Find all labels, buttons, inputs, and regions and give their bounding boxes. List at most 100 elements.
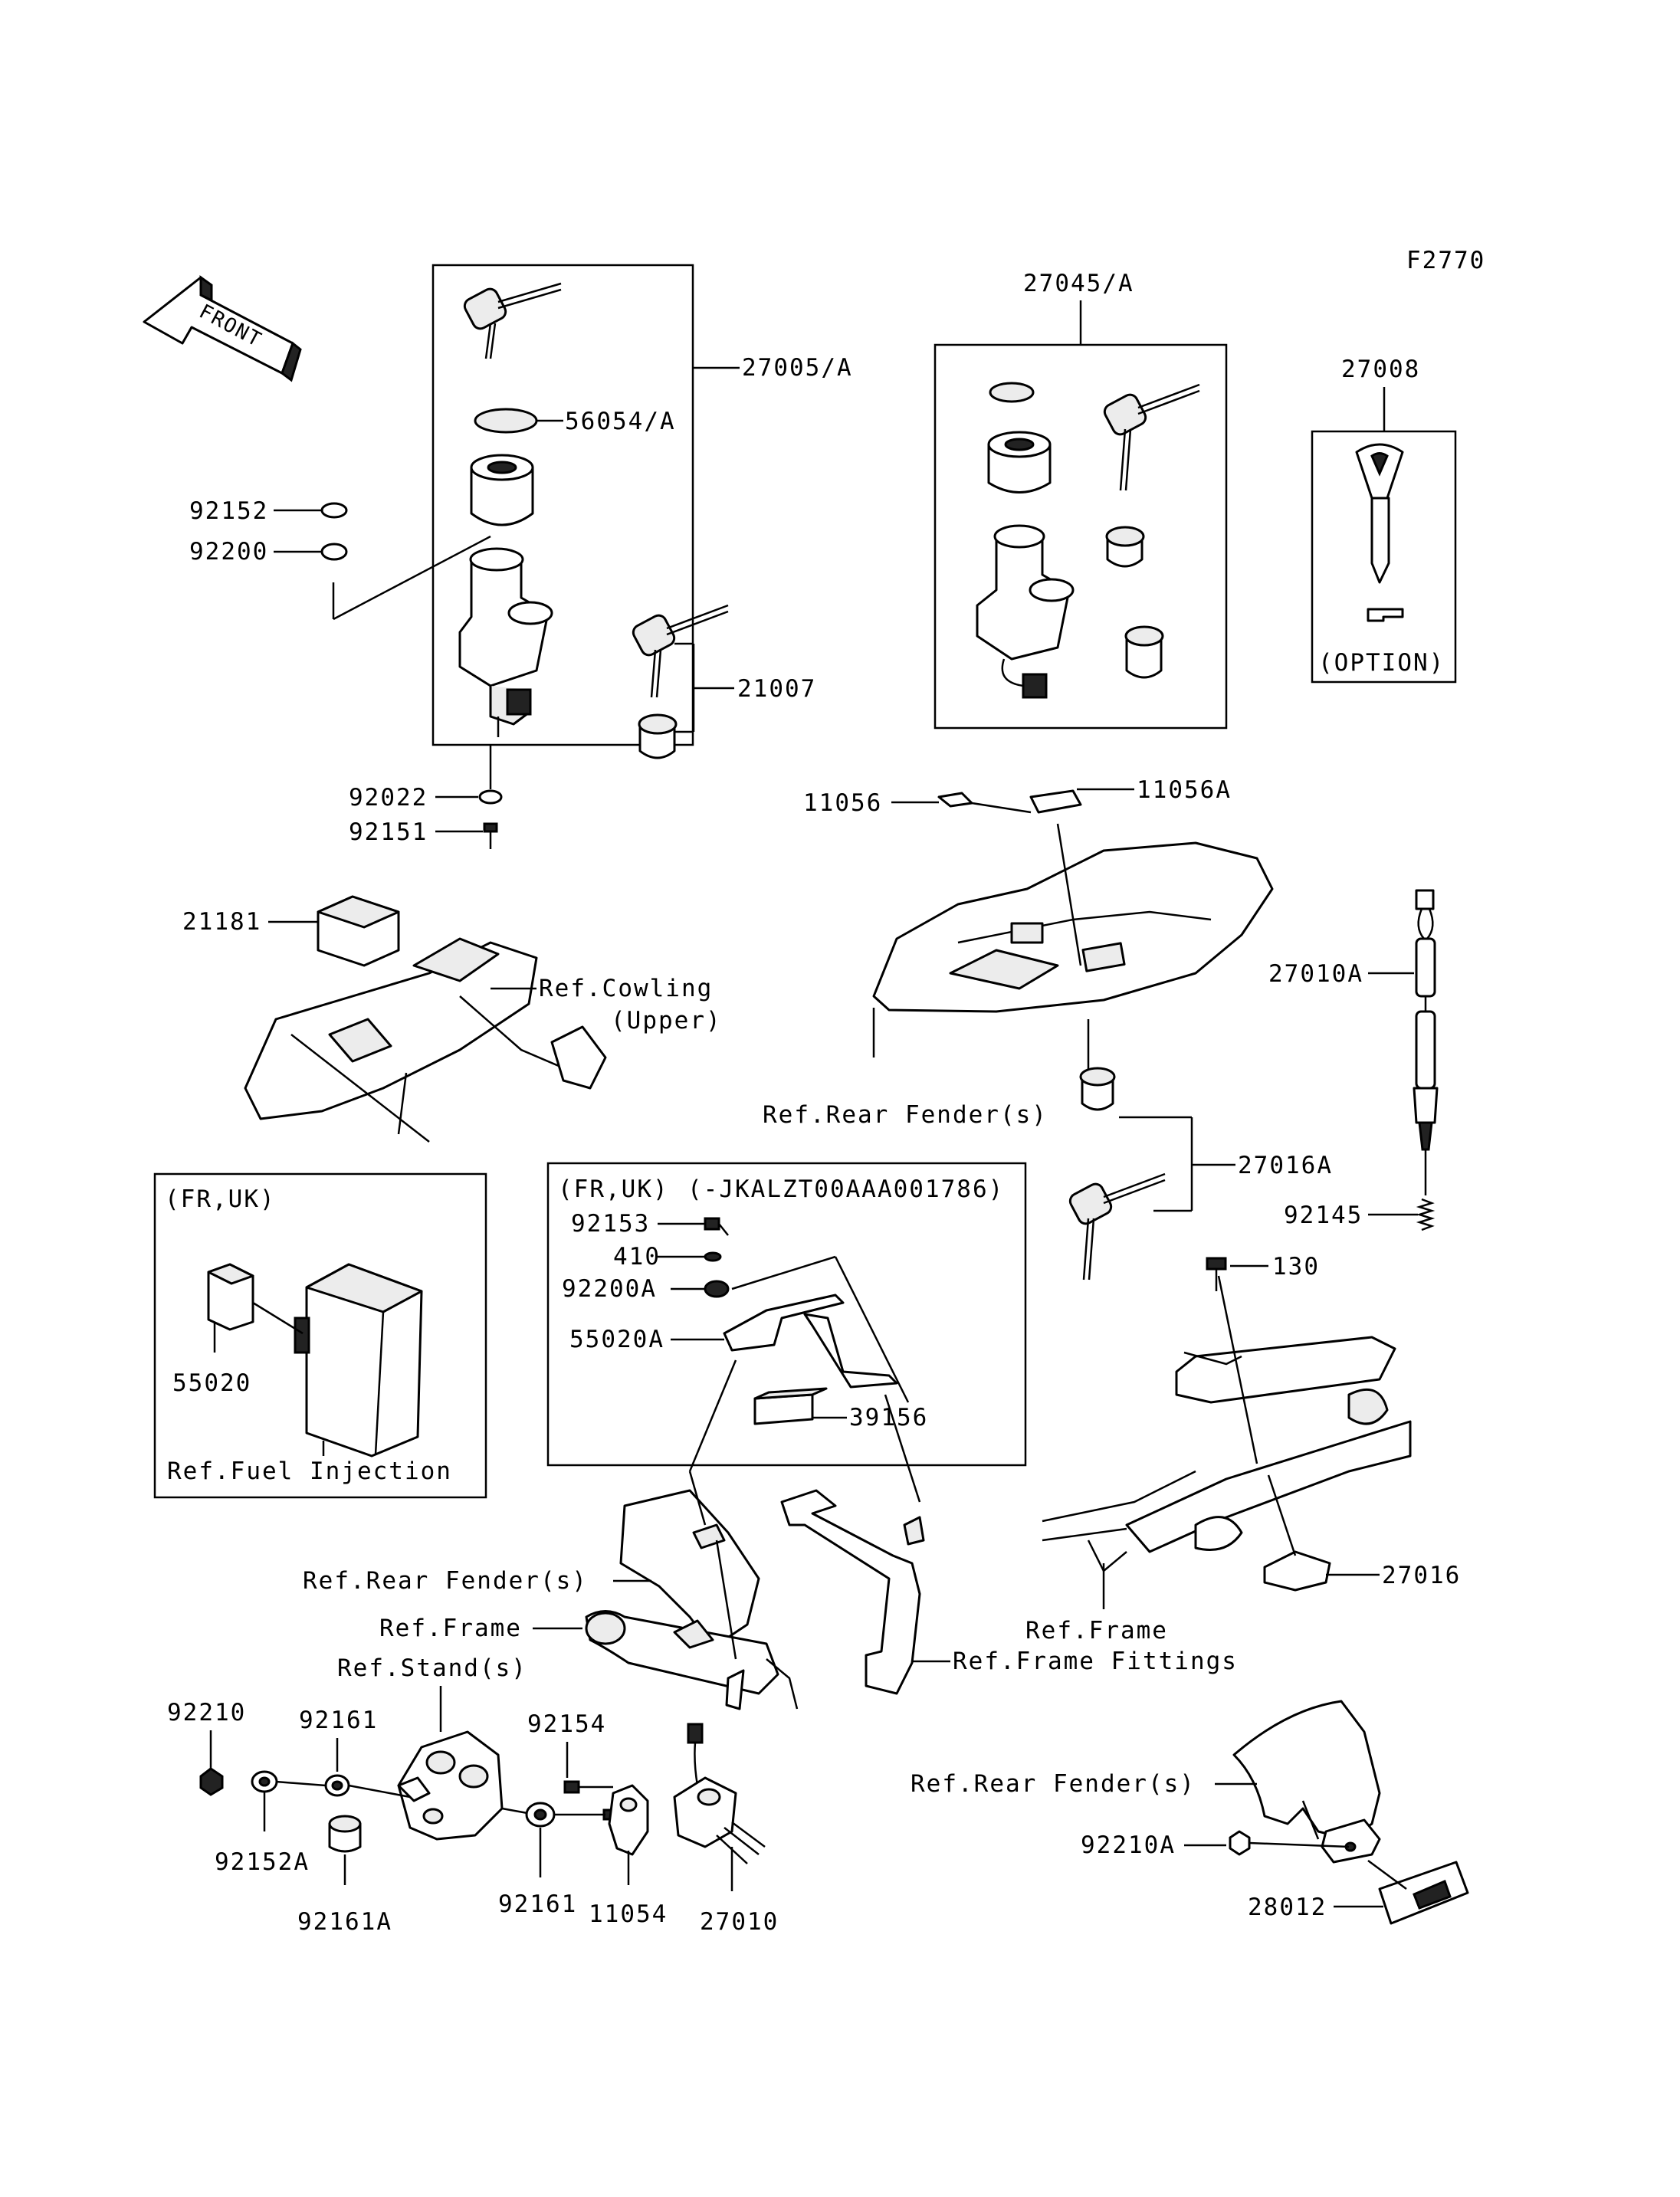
label-92200A: 92200A [562, 1275, 657, 1303]
key-icon-27016A [1068, 1172, 1166, 1280]
frame-center [585, 1610, 799, 1710]
label-92022: 92022 [349, 784, 428, 812]
label-130: 130 [1272, 1253, 1320, 1280]
ignition-switch-body-27045A [976, 524, 1075, 699]
nut-92210A [1229, 1830, 1251, 1856]
washer-92152A [251, 1770, 278, 1793]
label-27045A: 27045/A [1023, 270, 1134, 297]
label-55020A: 55020A [569, 1326, 664, 1353]
label-11056: 11056 [803, 789, 882, 817]
label-410: 410 [613, 1243, 661, 1271]
label-92210A: 92210A [1081, 1831, 1176, 1859]
label-27010A: 27010A [1268, 960, 1363, 988]
switch-cover-11054 [608, 1784, 649, 1856]
label-92152A: 92152A [215, 1848, 310, 1876]
label-21181: 21181 [182, 908, 261, 936]
label-ref-frame-fittings: Ref.Frame Fittings [953, 1648, 1238, 1675]
label-ref-frame-1: Ref.Frame [379, 1615, 522, 1642]
key-icon [463, 282, 562, 359]
stand-bracket [397, 1730, 504, 1841]
label-ref-rear-fender-2: Ref.Rear Fender(s) [303, 1567, 588, 1595]
lock-cylinder-27016A [1079, 1067, 1116, 1111]
lock-cap [470, 454, 534, 526]
washer-92022 [478, 789, 503, 805]
inset-center-vin: (-JKALZT00AAA001786) [687, 1176, 1004, 1203]
label-11056A: 11056A [1137, 776, 1232, 804]
assembly-box-27045A [934, 343, 1228, 730]
bracket-11056A [1029, 789, 1082, 814]
label-ref-cowling-1: Ref.Cowling [539, 975, 713, 1002]
label-92154: 92154 [527, 1710, 606, 1738]
label-27005A: 27005/A [742, 354, 853, 382]
assembly-box-27008 [1311, 430, 1457, 684]
clip-410 [704, 1251, 722, 1262]
label-27010: 27010 [700, 1908, 779, 1936]
label-ref-frame-2: Ref.Frame [1025, 1617, 1168, 1644]
inset-box-left [153, 1172, 487, 1499]
label-92200: 92200 [189, 538, 268, 566]
bushing-92161-top [324, 1774, 350, 1797]
lock-cylinder-21007 [638, 713, 678, 759]
assembly-box-27005A [431, 264, 694, 746]
side-stand-switch-27010 [673, 1723, 766, 1864]
washer-27045A [989, 382, 1035, 403]
lock-cylinder-2-27045A [1124, 625, 1164, 679]
ecu-39156 [753, 1387, 828, 1425]
ecu-fuel-injection [294, 1263, 423, 1458]
key-icon-27008 [1355, 443, 1404, 622]
label-92152: 92152 [189, 497, 268, 525]
bracket-55020A [723, 1294, 898, 1389]
label-ref-fuel-injection: Ref.Fuel Injection [167, 1458, 452, 1485]
screw-92153 [704, 1217, 729, 1236]
option-label: (OPTION) [1318, 649, 1445, 677]
screw-92154 [563, 1780, 613, 1794]
label-ref-rear-fender-3: Ref.Rear Fender(s) [911, 1770, 1196, 1798]
inset-left-region: (FR,UK) [165, 1185, 276, 1213]
figure-code: F2770 [1406, 247, 1485, 274]
bracket-11056 [937, 792, 973, 808]
inset-box-center [546, 1162, 1027, 1467]
label-ref-rear-fender-1: Ref.Rear Fender(s) [763, 1101, 1048, 1129]
label-55020: 55020 [172, 1369, 251, 1397]
label-27016: 27016 [1382, 1562, 1461, 1589]
bolt-130 [1206, 1257, 1227, 1291]
reflector-28012 [1378, 1861, 1469, 1925]
inset-center-region: (FR,UK) [558, 1176, 669, 1203]
label-27016A: 27016A [1238, 1152, 1333, 1179]
frame-fittings-bracket [780, 1489, 925, 1695]
label-92161A: 92161A [297, 1908, 392, 1936]
cowling-upper-bracket [244, 937, 607, 1143]
label-92151: 92151 [349, 818, 428, 846]
bushing-92161A [328, 1815, 362, 1853]
sensor-55020 [207, 1263, 254, 1331]
lock-cylinder-27045A [1105, 526, 1145, 568]
ignition-switch-body [458, 547, 553, 737]
rear-fender-right [1232, 1700, 1381, 1864]
key-icon-27045A [1103, 383, 1200, 491]
label-28012: 28012 [1248, 1894, 1327, 1921]
label-27008: 27008 [1341, 356, 1420, 383]
bracket-27016 [1263, 1550, 1331, 1592]
label-92161-top: 92161 [299, 1707, 378, 1734]
label-92145: 92145 [1284, 1202, 1363, 1229]
frame-right [1042, 1275, 1412, 1572]
label-92153: 92153 [571, 1210, 650, 1238]
label-21007: 21007 [737, 675, 816, 703]
nut-92210 [199, 1767, 224, 1796]
spring-92145 [1416, 1198, 1436, 1231]
key-icon-21007 [632, 604, 729, 698]
label-ref-cowling-2: (Upper) [611, 1007, 722, 1035]
washer-92200 [320, 543, 348, 561]
label-11054: 11054 [589, 1900, 668, 1928]
label-56054A: 56054/A [565, 408, 676, 435]
front-arrow-icon: FRONT [143, 275, 302, 382]
bushing-92161-bottom [525, 1802, 556, 1828]
label-92210: 92210 [167, 1699, 246, 1726]
label-39156: 39156 [849, 1404, 928, 1431]
lock-cap-27045A [987, 431, 1052, 494]
sensor-27010A [1413, 889, 1439, 1151]
screw-92151 [483, 822, 498, 849]
grommet-92200A [704, 1280, 730, 1298]
bolt-92152 [320, 502, 348, 519]
